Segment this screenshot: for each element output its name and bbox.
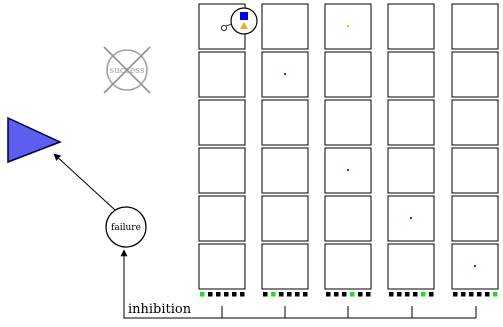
probe-orange-triangle — [240, 22, 248, 29]
grid-cell-c3-r0 — [387, 3, 435, 50]
grid-cell-c0-r4 — [198, 195, 246, 242]
grid-cell-c3-r2 — [387, 99, 435, 146]
indicator-dot-c3-0 — [389, 292, 394, 297]
grid-cell-c0-r2 — [198, 99, 246, 146]
indicator-dot-c1-5 — [303, 292, 308, 297]
indicator-active-dot-c3-4 — [421, 292, 426, 297]
indicator-active-dot-c4-5 — [493, 292, 498, 297]
grid-cell-c4-r2 — [451, 99, 499, 146]
speck-blue-mark-4 — [409, 216, 413, 220]
indicator-dot-c3-3 — [413, 292, 418, 297]
inhibition-label: inhibition — [128, 302, 192, 317]
indicator-dot-c0-2 — [216, 292, 221, 297]
indicator-dot-c1-2 — [279, 292, 284, 297]
grid-cell-c4-r0 — [451, 3, 499, 50]
probe-connector — [225, 23, 233, 27]
grid-cell-c3-r1 — [387, 51, 435, 98]
speck-blue-mark-3 — [346, 168, 350, 172]
grid-cell-c1-r3 — [261, 147, 309, 194]
indicator-dot-c4-2 — [469, 292, 474, 297]
grid-cell-c3-r5 — [387, 243, 435, 290]
grid-cell-c4-r1 — [451, 51, 499, 98]
indicator-dot-c2-5 — [366, 292, 371, 297]
indicator-active-dot-c0-0 — [200, 292, 205, 297]
indicator-dot-c3-1 — [397, 292, 402, 297]
indicator-active-dot-c2-3 — [350, 292, 355, 297]
grid-cell-c2-r5 — [324, 243, 372, 290]
grid-cell-c1-r2 — [261, 99, 309, 146]
grid-cell-c2-r1 — [324, 51, 372, 98]
indicator-dot-c2-4 — [358, 292, 363, 297]
failure-circle-icon — [105, 206, 147, 248]
failure-label: failure — [111, 223, 141, 233]
indicator-dot-c2-0 — [326, 292, 331, 297]
indicator-rows — [200, 292, 498, 297]
indicator-dot-c3-2 — [405, 292, 410, 297]
indicator-dot-c2-1 — [334, 292, 339, 297]
indicator-dot-c0-4 — [232, 292, 237, 297]
square-triangle-probe-icon — [220, 7, 258, 35]
inhibition-connector: inhibition — [120, 249, 477, 319]
success-node: success — [103, 46, 151, 94]
grid-cell-c1-r0 — [261, 3, 309, 50]
grid-cell-c1-r5 — [261, 243, 309, 290]
cell-marks — [220, 7, 477, 268]
probe-magnifier-circle — [230, 7, 258, 35]
indicator-dot-c4-3 — [477, 292, 482, 297]
speck-blue-mark-2 — [283, 72, 287, 76]
grid-cell-c2-r2 — [324, 99, 372, 146]
indicator-dot-c0-5 — [240, 292, 245, 297]
probe-focus-point — [220, 24, 227, 31]
failure-to-triangle-arrow — [53, 153, 116, 211]
grid-cell-c2-r4 — [324, 195, 372, 242]
success-label: success — [109, 66, 144, 76]
indicator-dot-c1-4 — [295, 292, 300, 297]
indicator-dot-c4-1 — [461, 292, 466, 297]
indicator-dot-c4-4 — [485, 292, 490, 297]
indicator-dot-c0-1 — [208, 292, 213, 297]
grid-cell-c0-r1 — [198, 51, 246, 98]
blue-triangle-icon — [7, 116, 62, 164]
grid-cell-c0-r3 — [198, 147, 246, 194]
grid-cell-c4-r4 — [451, 195, 499, 242]
indicator-dot-c1-0 — [263, 292, 268, 297]
grid-cell-c4-r3 — [451, 147, 499, 194]
indicator-dot-c2-2 — [342, 292, 347, 297]
grid-cell-c0-r5 — [198, 243, 246, 290]
inhibition-arrow — [120, 249, 222, 319]
indicator-dot-c0-3 — [224, 292, 229, 297]
success-circle-icon — [106, 49, 148, 91]
failure-node: failure — [105, 206, 147, 248]
cell-grid — [198, 3, 499, 290]
grid-cell-c3-r3 — [387, 147, 435, 194]
indicator-dot-c3-5 — [429, 292, 434, 297]
indicator-dot-c1-3 — [287, 292, 292, 297]
indicator-active-dot-c1-1 — [271, 292, 276, 297]
speck-orange-mark-1 — [346, 24, 350, 28]
grid-cell-c1-r4 — [261, 195, 309, 242]
speck-blue-mark-5 — [473, 264, 477, 268]
indicator-dot-c4-0 — [453, 292, 458, 297]
success-cross-line-b — [103, 46, 151, 94]
probe-blue-square — [240, 12, 248, 20]
